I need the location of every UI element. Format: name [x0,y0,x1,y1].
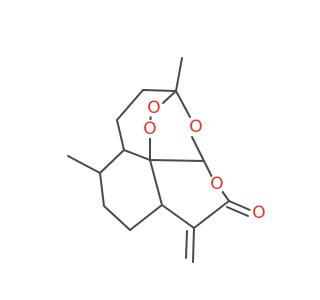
bond [149,159,163,206]
bond [116,119,125,151]
bond [162,90,177,104]
atom-backdrop [187,118,205,136]
bond [103,205,131,231]
bond [149,159,205,162]
bond [123,149,151,161]
bond [99,149,125,174]
bond [226,206,249,217]
bond [116,89,144,121]
bond [192,227,195,263]
bond [129,204,163,231]
bond [142,89,177,92]
bond [161,204,195,229]
bond [175,57,183,92]
atom-o-carbonyl: O [252,203,265,223]
bond-group [67,57,251,263]
molecule-structure: O O O O O [67,57,268,263]
atom-o-peroxide-upper: O [147,98,160,118]
structure-canvas: O O O O O [67,57,268,263]
bond [193,200,230,229]
atom-backdrop [250,204,268,222]
bond [221,190,230,202]
atom-backdrop [208,175,226,193]
bond [191,136,205,162]
atom-o-ring: O [210,174,223,194]
atom-o-peroxide-lower: O [143,119,156,139]
bond [99,172,105,207]
bond [175,90,191,118]
atom-backdrop [141,120,159,138]
bond [203,160,214,180]
bond [228,200,251,211]
bond [67,155,101,174]
bond [185,230,188,259]
atom-backdrop [145,99,163,117]
atom-label-group: O O O O O [141,98,268,223]
atom-o-ether: O [189,117,202,137]
